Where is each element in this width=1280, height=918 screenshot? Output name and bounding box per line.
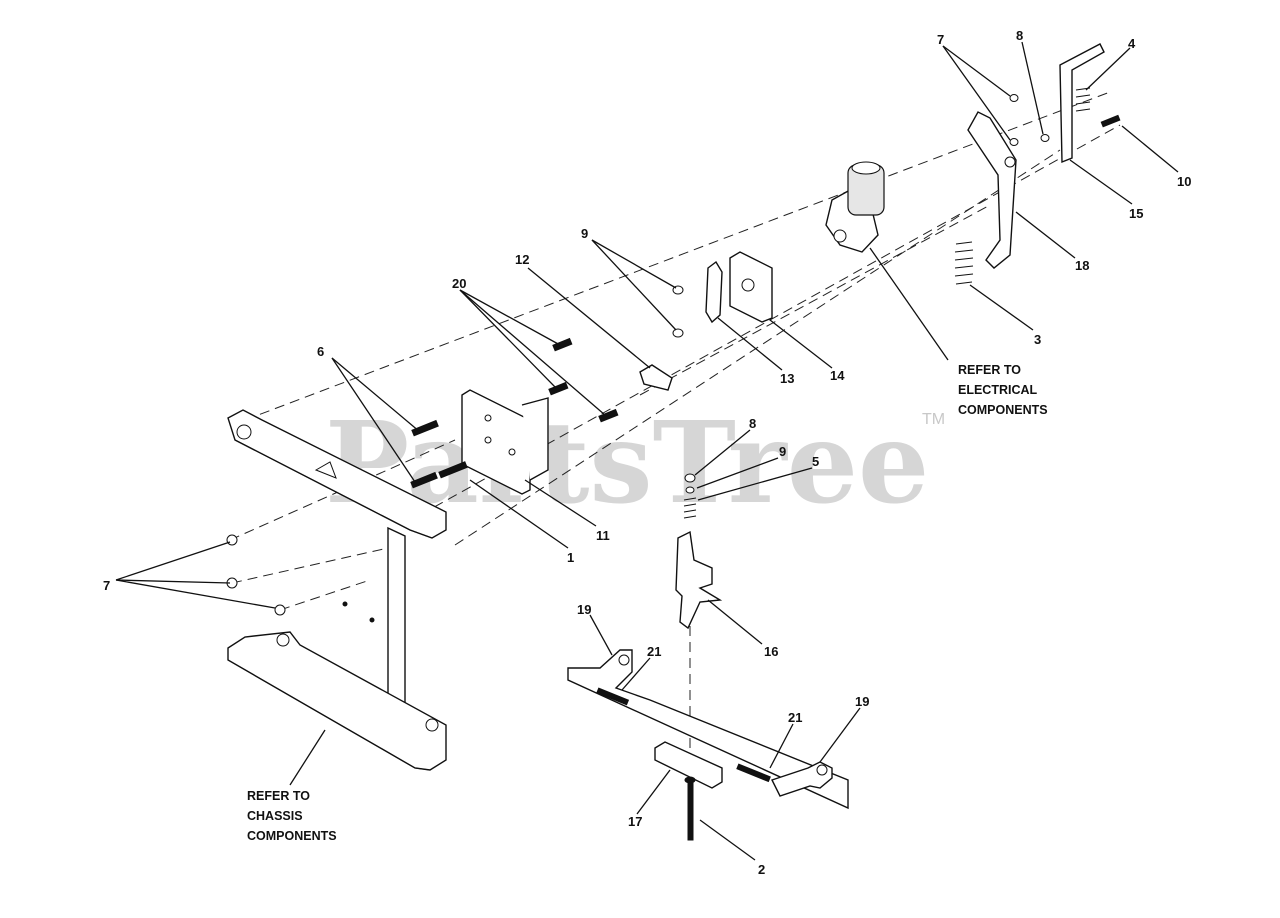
note-chassis: REFER TO CHASSIS COMPONENTS: [247, 789, 337, 843]
callout-20: 20: [452, 276, 466, 291]
mounting-plate-11: [461, 389, 549, 495]
note-electrical-line-2: ELECTRICAL: [958, 383, 1038, 397]
pivot-19-left: [567, 649, 849, 810]
callout-numbers: 1 2 3 4 5 6 7 7 8 8 9 9 10 11 12 13 14 1…: [103, 28, 1191, 877]
note-chassis-line-2: CHASSIS: [247, 809, 303, 823]
callout-18: 18: [1075, 258, 1089, 273]
washers-9: [672, 285, 684, 338]
note-chassis-line-1: REFER TO: [247, 789, 310, 803]
callout-5: 5: [812, 454, 819, 469]
callout-8-mid: 8: [749, 416, 756, 431]
callout-4: 4: [1128, 36, 1136, 51]
callout-10: 10: [1177, 174, 1191, 189]
nuts-7: [226, 534, 286, 616]
handle-4: [1059, 43, 1105, 164]
bracket-12: [639, 364, 673, 391]
ratchet-16: [675, 530, 723, 630]
callout-21-right: 21: [788, 710, 802, 725]
callout-9-top: 9: [581, 226, 588, 241]
adjuster-stack: [683, 473, 697, 519]
callout-2: 2: [758, 862, 765, 877]
link-13: [705, 260, 723, 324]
callout-7-top: 7: [937, 32, 944, 47]
callout-12: 12: [515, 252, 529, 267]
spring-4: [1075, 87, 1091, 112]
callout-21-left: 21: [647, 644, 661, 659]
note-chassis-line-3: COMPONENTS: [247, 829, 337, 843]
note-electrical-line-3: COMPONENTS: [958, 403, 1048, 417]
callout-19-right: 19: [855, 694, 869, 709]
bolts-6: [410, 419, 468, 489]
note-electrical: REFER TO ELECTRICAL COMPONENTS: [958, 363, 1048, 417]
callout-11: 11: [596, 528, 610, 543]
leader-lines: [115, 41, 1179, 861]
callout-8-top: 8: [1016, 28, 1023, 43]
spring-3: [954, 241, 974, 285]
callout-17: 17: [628, 814, 642, 829]
actuator-motor: [825, 161, 885, 253]
plate-14: [729, 251, 773, 323]
note-electrical-line-1: REFER TO: [958, 363, 1021, 377]
washers-top: [1009, 94, 1050, 146]
lever-arm-18: [967, 111, 1017, 269]
pin-10: [1100, 114, 1121, 128]
chassis-bracket: [227, 409, 447, 771]
screws-20: [548, 337, 619, 423]
callout-3: 3: [1034, 332, 1041, 347]
bracket-17: [654, 741, 723, 789]
callout-1: 1: [567, 550, 574, 565]
callout-6: 6: [317, 344, 324, 359]
pin-21-left: [596, 687, 630, 706]
callout-9-mid: 9: [779, 444, 786, 459]
callout-15: 15: [1129, 206, 1143, 221]
bolt-2: [684, 776, 696, 841]
callout-16: 16: [764, 644, 778, 659]
pivot-19-right: [771, 761, 833, 797]
pin-21-right: [736, 763, 771, 783]
callout-19-left: 19: [577, 602, 591, 617]
watermark-trademark: TM: [922, 411, 945, 428]
callout-13: 13: [780, 371, 794, 386]
callout-7-left: 7: [103, 578, 110, 593]
callout-14: 14: [830, 368, 845, 383]
